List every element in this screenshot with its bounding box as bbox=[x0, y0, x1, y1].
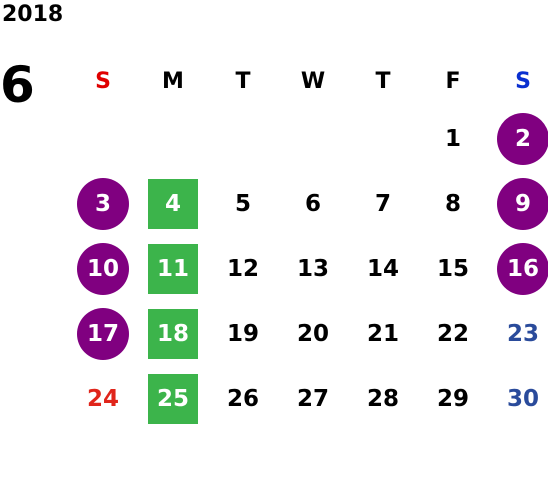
day-number: 10 bbox=[77, 242, 129, 295]
day-number: 19 bbox=[226, 320, 259, 347]
day-cell-holiday[interactable]: 10 bbox=[68, 236, 138, 301]
day-number: 1 bbox=[444, 125, 461, 152]
day-cell[interactable]: 22 bbox=[418, 301, 488, 366]
day-cell[interactable]: 5 bbox=[208, 171, 278, 236]
day-number: 12 bbox=[226, 255, 259, 282]
weekday-label: F bbox=[445, 68, 461, 94]
year-label: 2018 bbox=[2, 2, 64, 27]
day-number: 27 bbox=[296, 385, 329, 412]
day-number: 15 bbox=[436, 255, 469, 282]
day-number: 25 bbox=[148, 373, 198, 424]
weekday-label: S bbox=[515, 68, 531, 94]
day-cell[interactable]: 24 bbox=[68, 366, 138, 431]
day-cell[interactable]: 14 bbox=[348, 236, 418, 301]
day-cell[interactable]: 15 bbox=[418, 236, 488, 301]
day-cell[interactable]: 30 bbox=[488, 366, 548, 431]
day-number: 13 bbox=[296, 255, 329, 282]
day-number: 7 bbox=[374, 190, 391, 217]
day-cell[interactable]: 1 bbox=[418, 106, 488, 171]
weekday-label: T bbox=[235, 68, 251, 94]
day-number: 29 bbox=[436, 385, 469, 412]
day-cell[interactable]: 7 bbox=[348, 171, 418, 236]
month-number: 6 bbox=[0, 56, 35, 114]
day-cell[interactable]: 8 bbox=[418, 171, 488, 236]
day-cell-holiday[interactable]: 3 bbox=[68, 171, 138, 236]
week-row: 24 25 26 27 28 29 30 bbox=[68, 366, 548, 431]
day-cell[interactable]: 20 bbox=[278, 301, 348, 366]
day-cell[interactable]: 13 bbox=[278, 236, 348, 301]
day-cell[interactable]: 6 bbox=[278, 171, 348, 236]
weekday-label: M bbox=[162, 68, 184, 94]
day-number: 26 bbox=[226, 385, 259, 412]
week-row: 10 11 12 13 14 15 16 bbox=[68, 236, 548, 301]
day-cell-holiday[interactable]: 2 bbox=[488, 106, 548, 171]
day-number: 30 bbox=[506, 385, 539, 412]
day-cell-holiday[interactable]: 16 bbox=[488, 236, 548, 301]
day-cell[interactable]: 29 bbox=[418, 366, 488, 431]
day-number: 22 bbox=[436, 320, 469, 347]
day-number: 24 bbox=[86, 385, 119, 412]
day-number: 6 bbox=[304, 190, 321, 217]
day-number: 23 bbox=[506, 320, 539, 347]
day-cell[interactable]: 21 bbox=[348, 301, 418, 366]
week-row: 17 18 19 20 21 22 23 bbox=[68, 301, 548, 366]
day-cell-holiday[interactable]: 9 bbox=[488, 171, 548, 236]
day-cell[interactable]: 23 bbox=[488, 301, 548, 366]
day-cell-highlighted[interactable]: 18 bbox=[138, 301, 208, 366]
day-cell[interactable]: 28 bbox=[348, 366, 418, 431]
weekday-label: S bbox=[95, 68, 111, 94]
day-cell-highlighted[interactable]: 25 bbox=[138, 366, 208, 431]
day-cell-highlighted[interactable]: 4 bbox=[138, 171, 208, 236]
day-cell[interactable]: 26 bbox=[208, 366, 278, 431]
day-cell-holiday[interactable]: 17 bbox=[68, 301, 138, 366]
day-number: 16 bbox=[497, 242, 548, 295]
day-number: 4 bbox=[148, 178, 198, 229]
day-number: 18 bbox=[148, 308, 198, 359]
day-number: 11 bbox=[148, 243, 198, 294]
day-cell-highlighted[interactable]: 11 bbox=[138, 236, 208, 301]
day-cell[interactable]: 27 bbox=[278, 366, 348, 431]
day-number: 14 bbox=[366, 255, 399, 282]
day-number: 28 bbox=[366, 385, 399, 412]
weekday-label: T bbox=[375, 68, 391, 94]
day-number: 3 bbox=[77, 177, 129, 230]
day-number: 8 bbox=[444, 190, 461, 217]
day-number: 5 bbox=[234, 190, 251, 217]
weekday-label: W bbox=[300, 68, 326, 94]
day-number: 17 bbox=[77, 307, 129, 360]
day-number: 21 bbox=[366, 320, 399, 347]
day-number: 2 bbox=[497, 112, 548, 165]
day-number: 20 bbox=[296, 320, 329, 347]
day-cell[interactable]: 12 bbox=[208, 236, 278, 301]
day-cell[interactable]: 19 bbox=[208, 301, 278, 366]
day-number: 9 bbox=[497, 177, 548, 230]
